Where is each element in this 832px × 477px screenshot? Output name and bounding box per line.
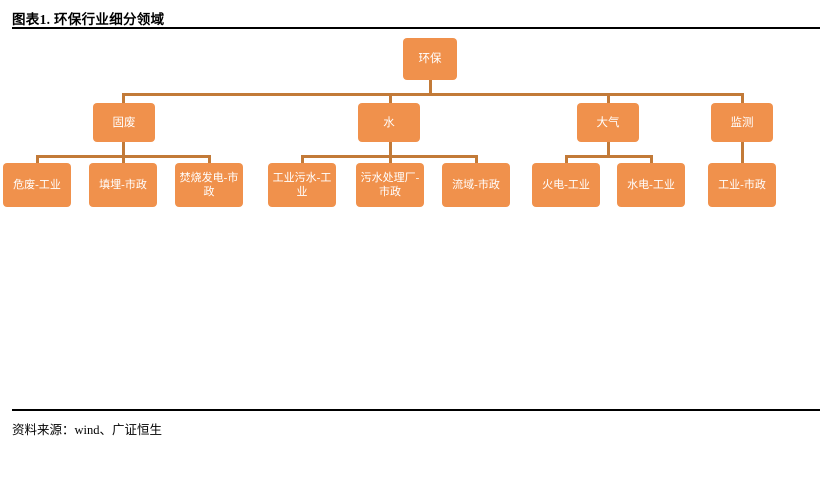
connector-drop-landfill (122, 155, 125, 163)
source-divider-bottom (12, 409, 820, 411)
connector-drop-sewage-plant (389, 155, 392, 163)
node-hazardous-waste[interactable]: 危废-工业 (3, 163, 71, 207)
node-label: 填埋-市政 (99, 179, 147, 191)
connector-solid-waste-stem (122, 142, 125, 155)
node-label: 污水处理厂-市政 (360, 172, 420, 198)
connector-drop-industrial-sewage (301, 155, 304, 163)
source-note: 资料来源：wind、广证恒生 (12, 423, 163, 437)
node-monitoring[interactable]: 监测 (711, 103, 773, 142)
node-landfill[interactable]: 填埋-市政 (89, 163, 157, 207)
node-label: 水电-工业 (627, 179, 675, 191)
node-label: 水 (383, 116, 395, 129)
connector-drop-incineration-power (208, 155, 211, 163)
node-label: 环保 (418, 53, 442, 65)
title-divider-top (12, 27, 820, 29)
node-solid-waste[interactable]: 固废 (93, 103, 155, 142)
org-chart-diagram: 环保 固废 水 大气 监测 危废-工业 填埋-市政 焚烧发电-市政 工业污水-工… (0, 30, 832, 408)
node-label: 火电-工业 (542, 179, 590, 191)
connector-drop-hydro-power (650, 155, 653, 163)
connector-drop-monitoring (741, 93, 744, 103)
node-label: 固废 (112, 116, 136, 129)
node-label: 工业污水-工业 (272, 172, 332, 198)
page-title: 图表1. 环保行业细分领域 (12, 12, 165, 27)
connector-drop-air (607, 93, 610, 103)
node-label: 流域-市政 (452, 179, 500, 191)
connector-water-stem (389, 142, 392, 155)
node-air[interactable]: 大气 (577, 103, 639, 142)
node-industrial-sewage[interactable]: 工业污水-工业 (268, 163, 336, 207)
node-label: 焚烧发电-市政 (179, 172, 239, 198)
connector-drop-water (389, 93, 392, 103)
node-label: 大气 (596, 116, 620, 129)
node-thermal-power[interactable]: 火电-工业 (532, 163, 600, 207)
node-root-environment[interactable]: 环保 (403, 38, 457, 80)
connector-drop-watershed (475, 155, 478, 163)
node-label: 危废-工业 (13, 179, 61, 191)
node-label: 监测 (730, 116, 754, 129)
node-incineration-power[interactable]: 焚烧发电-市政 (175, 163, 243, 207)
node-water[interactable]: 水 (358, 103, 420, 142)
connector-monitoring-stem (741, 142, 744, 163)
node-watershed[interactable]: 流域-市政 (442, 163, 510, 207)
connector-drop-thermal-power (565, 155, 568, 163)
node-sewage-plant[interactable]: 污水处理厂-市政 (356, 163, 424, 207)
connector-air-bus (565, 155, 653, 158)
node-label: 工业-市政 (718, 179, 766, 191)
node-industrial-municipal[interactable]: 工业-市政 (708, 163, 776, 207)
connector-air-stem (607, 142, 610, 155)
connector-drop-solid-waste (122, 93, 125, 103)
connector-root-stem (429, 80, 432, 93)
node-hydro-power[interactable]: 水电-工业 (617, 163, 685, 207)
connector-drop-hazardous-waste (36, 155, 39, 163)
connector-level2-bus (122, 93, 744, 96)
